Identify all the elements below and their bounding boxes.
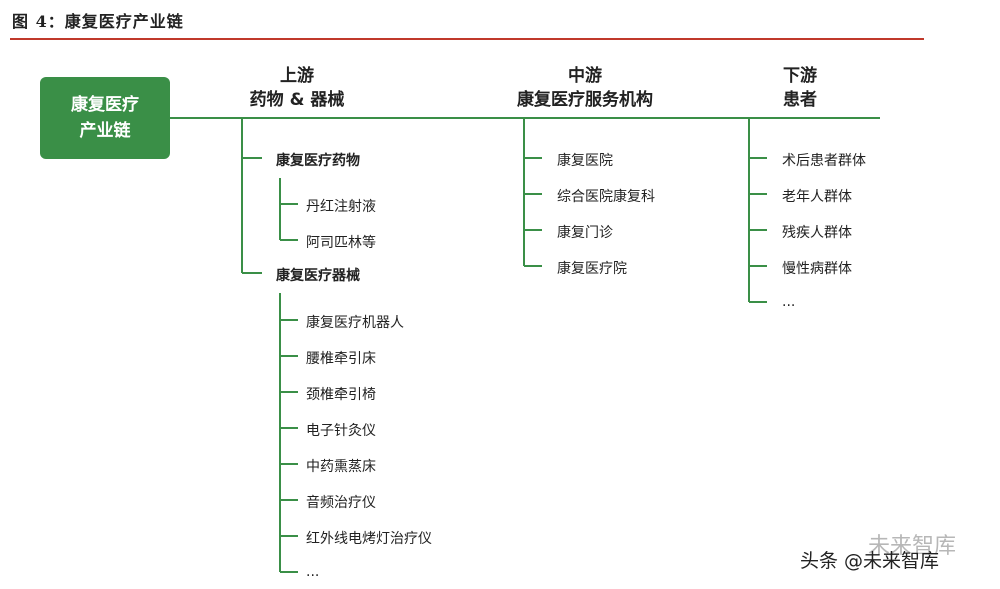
list-item: 老年人群体: [782, 189, 852, 205]
list-item: 音频治疗仪: [306, 495, 376, 511]
list-item: 中药熏蒸床: [306, 459, 376, 475]
list-item: 红外线电烤灯治疗仪: [306, 531, 432, 547]
list-item: 慢性病群体: [782, 261, 852, 277]
upstream-group-drugs: 康复医疗药物: [276, 153, 360, 169]
downstream-subtitle: 患者: [783, 90, 817, 110]
root-label-line2: 产业链: [79, 121, 131, 141]
list-item: 残疾人群体: [782, 225, 852, 241]
root-label-line1: 康复医疗: [71, 95, 139, 115]
watermark-source: 头条 @未来智库: [800, 550, 940, 572]
list-item: 康复医疗机器人: [306, 315, 404, 331]
downstream-title: 下游: [783, 66, 817, 86]
list-item: 综合医院康复科: [557, 189, 655, 205]
upstream-group-devices: 康复医疗器械: [276, 268, 360, 284]
list-item: ...: [306, 564, 320, 580]
midstream-subtitle: 康复医疗服务机构: [517, 90, 653, 110]
figure-title: 图 4：康复医疗产业链: [12, 12, 184, 31]
list-item: 电子针灸仪: [306, 423, 376, 439]
list-item: 术后患者群体: [782, 153, 866, 169]
list-item: ...: [782, 294, 796, 310]
list-item: 颈椎牵引椅: [306, 387, 376, 403]
downstream-header: 下游 患者: [760, 64, 840, 112]
list-item: 康复医院: [557, 153, 613, 169]
midstream-header: 中游 康复医疗服务机构: [505, 64, 665, 112]
watermark-faint: 未来智库: [868, 534, 957, 559]
title-divider: [10, 38, 924, 40]
upstream-title: 上游: [280, 66, 314, 86]
root-node: 康复医疗 产业链: [40, 77, 170, 159]
upstream-subtitle: 药物 & 器械: [249, 90, 345, 110]
list-item: 腰椎牵引床: [306, 351, 376, 367]
list-item: 康复门诊: [557, 225, 613, 241]
list-item: 丹红注射液: [306, 199, 376, 215]
midstream-title: 中游: [568, 66, 602, 86]
list-item: 阿司匹林等: [306, 235, 376, 251]
upstream-header: 上游 药物 & 器械: [222, 64, 372, 112]
list-item: 康复医疗院: [557, 261, 627, 277]
